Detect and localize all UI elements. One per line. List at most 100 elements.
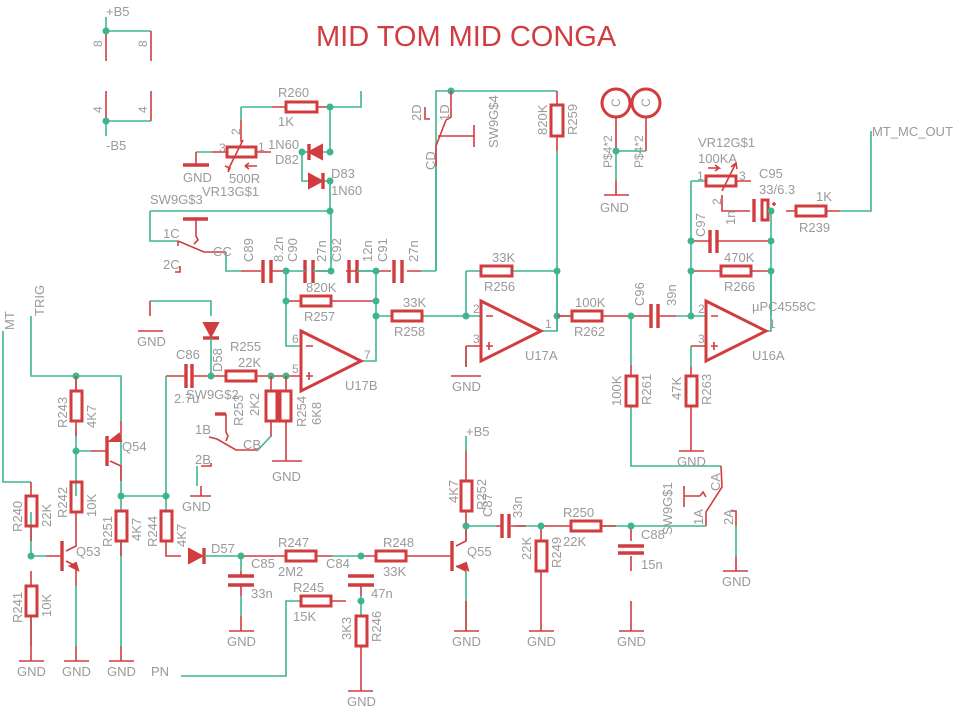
net-label-trig: TRIG xyxy=(32,285,47,316)
pin-label: 2B xyxy=(195,452,211,467)
c86-value: 2.7u xyxy=(174,391,199,406)
pin-label: 1A xyxy=(691,509,706,525)
net-label-pn: PN xyxy=(151,664,169,679)
c89-value: 8.2n xyxy=(271,237,286,262)
pin-label: 1 xyxy=(545,317,552,331)
u17b-name: U17B xyxy=(345,378,378,393)
c85-value: 33n xyxy=(251,586,273,601)
pin-label: 2 xyxy=(229,128,243,135)
r242-name: R242 xyxy=(55,487,70,518)
gnd-label: GND xyxy=(107,664,136,679)
c85-name: C85 xyxy=(251,556,275,571)
r244-name: R244 xyxy=(145,516,160,547)
r241-name: R241 xyxy=(10,592,25,623)
pin-label: 1 xyxy=(769,317,776,331)
r266-value: 470K xyxy=(724,250,755,265)
net-label-out: MT_MC_OUT xyxy=(872,124,953,139)
vpos-label: +B5 xyxy=(466,424,490,439)
d82-value: 1N60 xyxy=(268,137,299,152)
pin-label: 8 xyxy=(136,40,150,47)
r254-value: 6K8 xyxy=(309,402,324,425)
pin-label: 1D xyxy=(437,104,452,121)
pin-label: 2 xyxy=(473,302,480,316)
sw9g3-name: SW9G$3 xyxy=(150,192,203,207)
u16a-name: U16A xyxy=(752,348,785,363)
d83-value: 1N60 xyxy=(331,183,362,198)
gnd-label: GND xyxy=(347,694,376,709)
r249-name: R249 xyxy=(549,537,564,568)
vneg-label: -B5 xyxy=(106,138,126,153)
pin-label: 4 xyxy=(136,106,150,113)
r266-name: R266 xyxy=(724,279,755,294)
output-jacks: C C P$4*2 P$4*2 GND xyxy=(600,87,662,215)
r239-name: R239 xyxy=(799,220,830,235)
r258-name: R258 xyxy=(394,324,425,339)
pin-label: 1 xyxy=(258,140,265,154)
c97-value: 1n xyxy=(723,211,738,225)
r246-name: R246 xyxy=(369,611,384,642)
sw9g4-name: SW9G$4 xyxy=(486,95,501,148)
gnd-label: GND xyxy=(677,454,706,469)
pin-label: CC xyxy=(213,244,232,259)
sw9g2-name: SW9G$2 xyxy=(186,387,239,402)
pin-label: C xyxy=(639,98,653,107)
vr13-network: 3 2 1 500R VR13G$1 R260 1K 1N60 D82 D83 … xyxy=(149,85,362,242)
gnd-label: GND xyxy=(527,634,556,649)
gnd-label: GND xyxy=(617,634,646,649)
gnd-label: GND xyxy=(600,200,629,215)
c87-name: C87 xyxy=(480,493,495,517)
gnd-label: GND xyxy=(62,664,91,679)
r251-value: 4K7 xyxy=(129,518,144,541)
vr13-body xyxy=(225,145,258,159)
r258-value: 33K xyxy=(403,295,426,310)
q54-name: Q54 xyxy=(122,439,147,454)
gnd-label: GND xyxy=(183,170,212,185)
c92-value: 12n xyxy=(360,240,375,262)
pin-label: 3 xyxy=(739,169,746,183)
gnd-label: GND xyxy=(137,334,166,349)
pin-label: 1 xyxy=(697,169,704,183)
vpos-label: +B5 xyxy=(106,4,130,19)
gnd-label: GND xyxy=(17,664,46,679)
r257-value: 820K xyxy=(306,280,337,295)
r246-value: 3K3 xyxy=(339,617,354,640)
noise-filter: D57 R247 2M2 C85 33n C84 47n R248 33K R2… xyxy=(181,526,467,709)
r261-name: R261 xyxy=(639,374,654,405)
u16a-part: µPC4558C xyxy=(752,299,816,314)
c90-name: C90 xyxy=(285,238,300,262)
gnd-label: GND xyxy=(227,634,256,649)
r256-name: R256 xyxy=(484,279,515,294)
r240-name: R240 xyxy=(10,501,25,532)
r244-value: 4K7 xyxy=(174,524,189,547)
c89-name: C89 xyxy=(241,238,256,262)
q55-stage: +B5 4K7 R252 C87 33n Q55 22K R249 R250 2… xyxy=(446,424,706,649)
r242-value: 10K xyxy=(84,494,99,517)
r251-name: R251 xyxy=(100,516,115,547)
pin-label: 3 xyxy=(698,332,705,346)
r248-value: 33K xyxy=(383,564,406,579)
vr13-value: 500R xyxy=(229,171,260,186)
r250-value: 22K xyxy=(563,534,586,549)
c91-name: C91 xyxy=(375,238,390,262)
r260-name: R260 xyxy=(278,85,309,100)
c88-name: C88 xyxy=(641,527,665,542)
gnd-label: GND xyxy=(452,634,481,649)
net-label-mt: MT xyxy=(2,311,17,330)
c92-name: C92 xyxy=(329,238,344,262)
pin-label: 2 xyxy=(710,198,724,205)
pin-label: 1C xyxy=(163,226,180,241)
output-stage: VR12G$1 100KA 1 3 2 C95 33/6.3 1K R239 M… xyxy=(687,124,953,316)
r247-value: 2M2 xyxy=(278,564,303,579)
pin-label: 1B xyxy=(195,422,211,437)
r263-name: R263 xyxy=(699,374,714,405)
r262-name: R262 xyxy=(574,324,605,339)
pin-label: CD xyxy=(423,151,438,170)
r252-value: 4K7 xyxy=(446,480,461,503)
q53-name: Q53 xyxy=(76,544,101,559)
u17a-stage: 2 3 1 U17A 33K R256 GND 100K R262 C96 39… xyxy=(451,250,721,469)
pin-label: 3 xyxy=(473,332,480,346)
vr13-name: VR13G$1 xyxy=(202,184,259,199)
power-pins: +B5 -B5 8 8 4 4 xyxy=(91,4,152,153)
sw9g3-and-filter: SW9G$3 1C 2C CC C89 8.2n C90 27n C92 12n… xyxy=(150,90,557,301)
c95-value: 33/6.3 xyxy=(759,182,795,197)
